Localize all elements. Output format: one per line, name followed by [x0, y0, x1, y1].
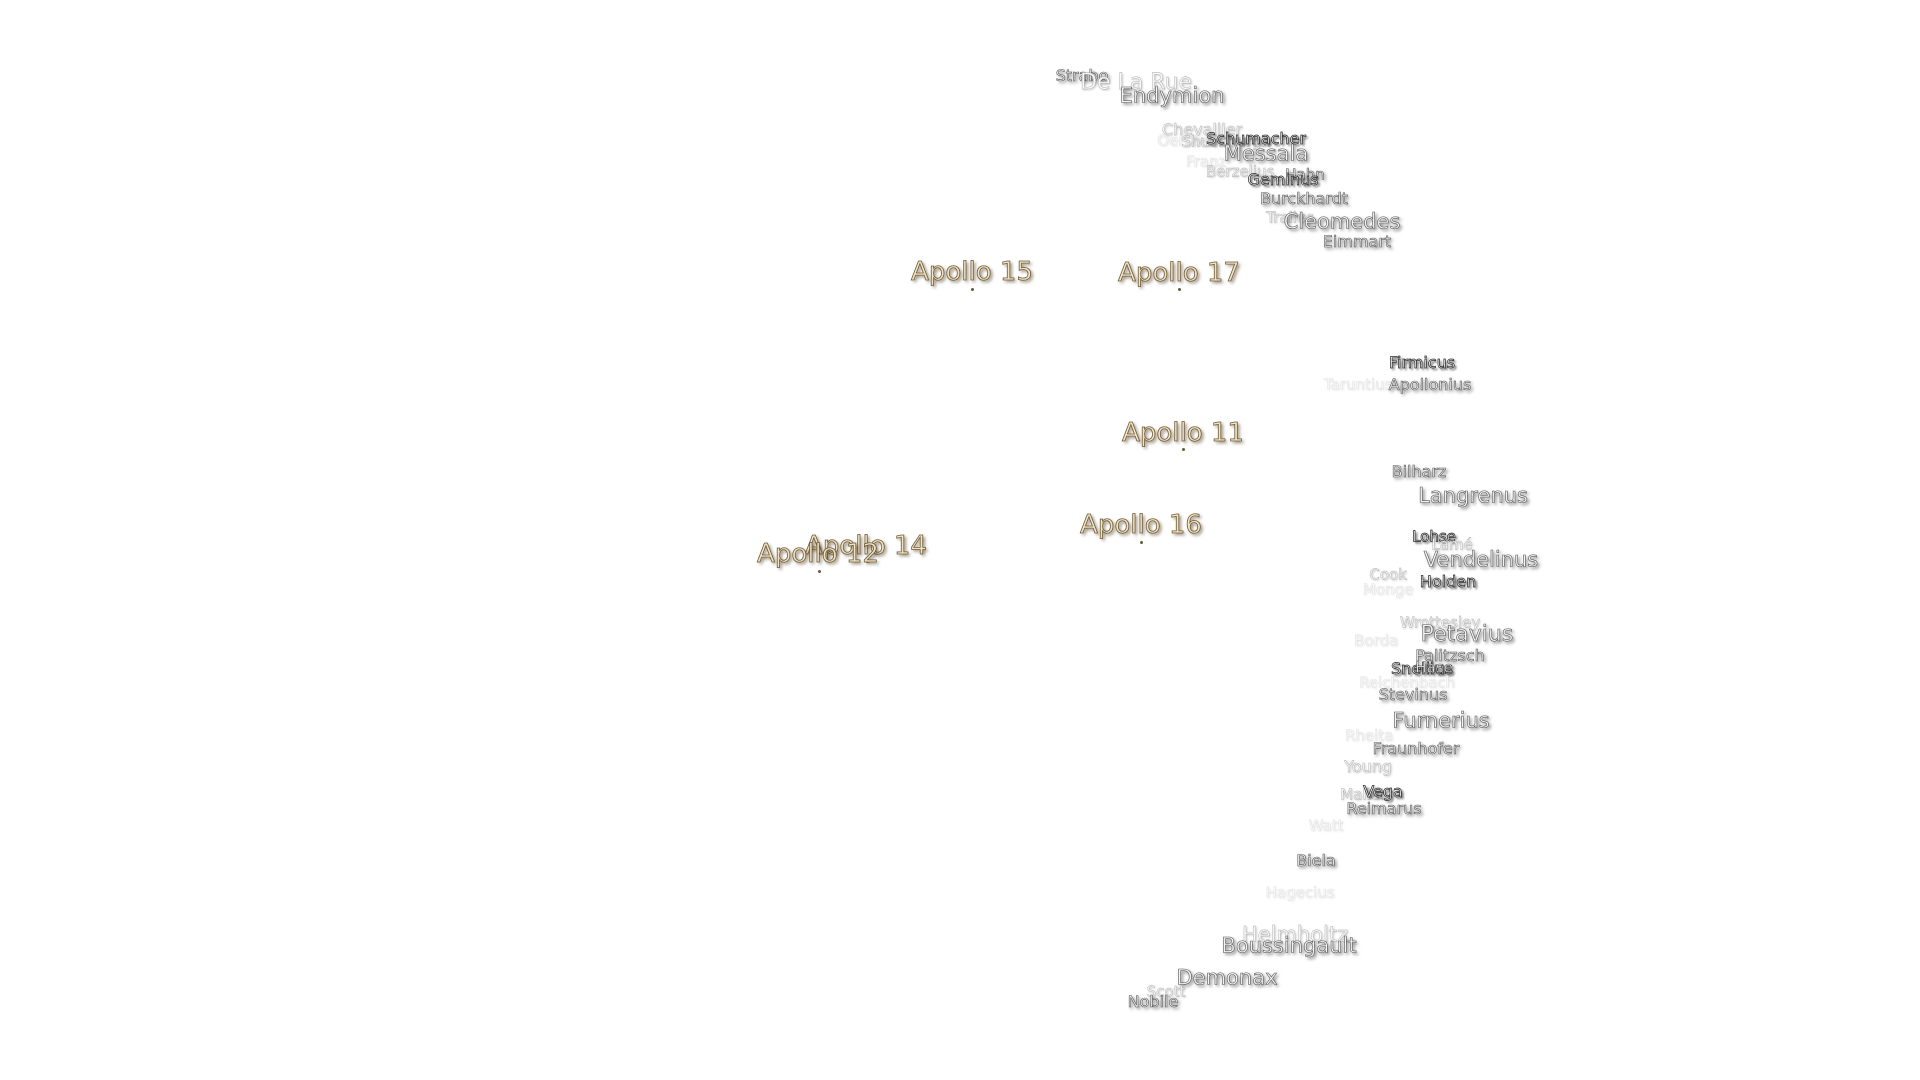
apollo-15-site-marker: [971, 288, 974, 291]
crater-label[interactable]: Eimmart: [1322, 232, 1392, 251]
crater-label[interactable]: Shuckburgh: [1181, 132, 1271, 151]
crater-label[interactable]: Biela: [1296, 851, 1336, 870]
crater-label[interactable]: Cleomedes: [1283, 209, 1401, 234]
apollo-14-label[interactable]: Apollo 14: [805, 531, 928, 561]
crater-label[interactable]: Fraunhofer: [1372, 739, 1460, 758]
apollo-16-site-marker: [1140, 541, 1143, 544]
crater-label[interactable]: Monge: [1362, 580, 1414, 599]
crater-label[interactable]: Reichenbach: [1358, 673, 1456, 692]
crater-label[interactable]: Rheita: [1344, 726, 1394, 745]
crater-label[interactable]: Burckhardt: [1259, 189, 1349, 208]
apollo-15-label[interactable]: Apollo 15: [911, 257, 1034, 287]
crater-label[interactable]: Hahn: [1285, 165, 1325, 184]
crater-label[interactable]: De La Rue: [1080, 70, 1192, 95]
crater-label[interactable]: Firmicus: [1388, 353, 1456, 372]
crater-label[interactable]: Furnerius: [1392, 708, 1490, 733]
crater-label[interactable]: Young: [1344, 757, 1392, 776]
apollo-11-site-marker: [1182, 448, 1185, 451]
crater-label[interactable]: Langrenus: [1418, 483, 1528, 508]
crater-label[interactable]: Reimarus: [1346, 799, 1422, 818]
crater-label[interactable]: Geminus: [1247, 170, 1319, 189]
crater-label[interactable]: Tralles: [1266, 208, 1314, 227]
crater-label[interactable]: Chevallier: [1161, 120, 1243, 139]
crater-label[interactable]: Messala: [1223, 141, 1309, 166]
crater-label[interactable]: Franz: [1185, 152, 1227, 171]
crater-label[interactable]: Palitzsch: [1415, 646, 1485, 665]
crater-label[interactable]: Petavius: [1420, 622, 1514, 647]
crater-label[interactable]: Apollonius: [1388, 375, 1472, 394]
crater-label[interactable]: Watt: [1308, 816, 1344, 835]
crater-label[interactable]: Snellius: [1391, 659, 1454, 678]
crater-label[interactable]: Demonax: [1176, 965, 1278, 990]
apollo-12-label[interactable]: Apollo 12: [757, 539, 880, 569]
crater-label[interactable]: Hagecius: [1265, 883, 1335, 902]
apollo-17-site-marker: [1178, 288, 1181, 291]
crater-label[interactable]: Cook: [1369, 565, 1407, 584]
crater-label[interactable]: Taruntius: [1323, 375, 1393, 394]
apollo-16-label[interactable]: Apollo 16: [1080, 510, 1203, 540]
crater-label[interactable]: Stevinus: [1378, 685, 1448, 704]
crater-label[interactable]: Nobile: [1127, 992, 1179, 1011]
crater-label[interactable]: Berzelius: [1205, 162, 1275, 181]
crater-label[interactable]: Boussingault: [1221, 933, 1357, 958]
crater-label[interactable]: Bilharz: [1391, 462, 1447, 481]
crater-label[interactable]: Vendelinus: [1423, 547, 1539, 572]
apollo-12-site-marker: [818, 570, 821, 573]
crater-label[interactable]: Schumacher: [1206, 129, 1307, 148]
crater-label[interactable]: Oersted: [1157, 131, 1217, 150]
crater-label[interactable]: Endymion: [1119, 83, 1225, 108]
crater-label[interactable]: Strabo: [1055, 66, 1109, 85]
crater-label[interactable]: Holden: [1419, 572, 1477, 591]
apollo-17-label[interactable]: Apollo 17: [1118, 258, 1241, 288]
crater-label[interactable]: Wrottesley: [1399, 613, 1481, 632]
crater-label[interactable]: Mallet: [1340, 785, 1386, 804]
apollo-11-label[interactable]: Apollo 11: [1122, 418, 1245, 448]
crater-label[interactable]: Borda: [1353, 631, 1399, 650]
crater-label[interactable]: Lohse: [1412, 527, 1457, 546]
crater-label[interactable]: Hase: [1415, 658, 1453, 677]
crater-label[interactable]: Lamé: [1431, 535, 1473, 554]
crater-label[interactable]: Scott: [1146, 982, 1186, 1001]
apollo-14-site-marker: [866, 560, 869, 563]
crater-label[interactable]: Vega: [1363, 782, 1403, 801]
crater-label[interactable]: Helmholtz: [1241, 922, 1349, 947]
